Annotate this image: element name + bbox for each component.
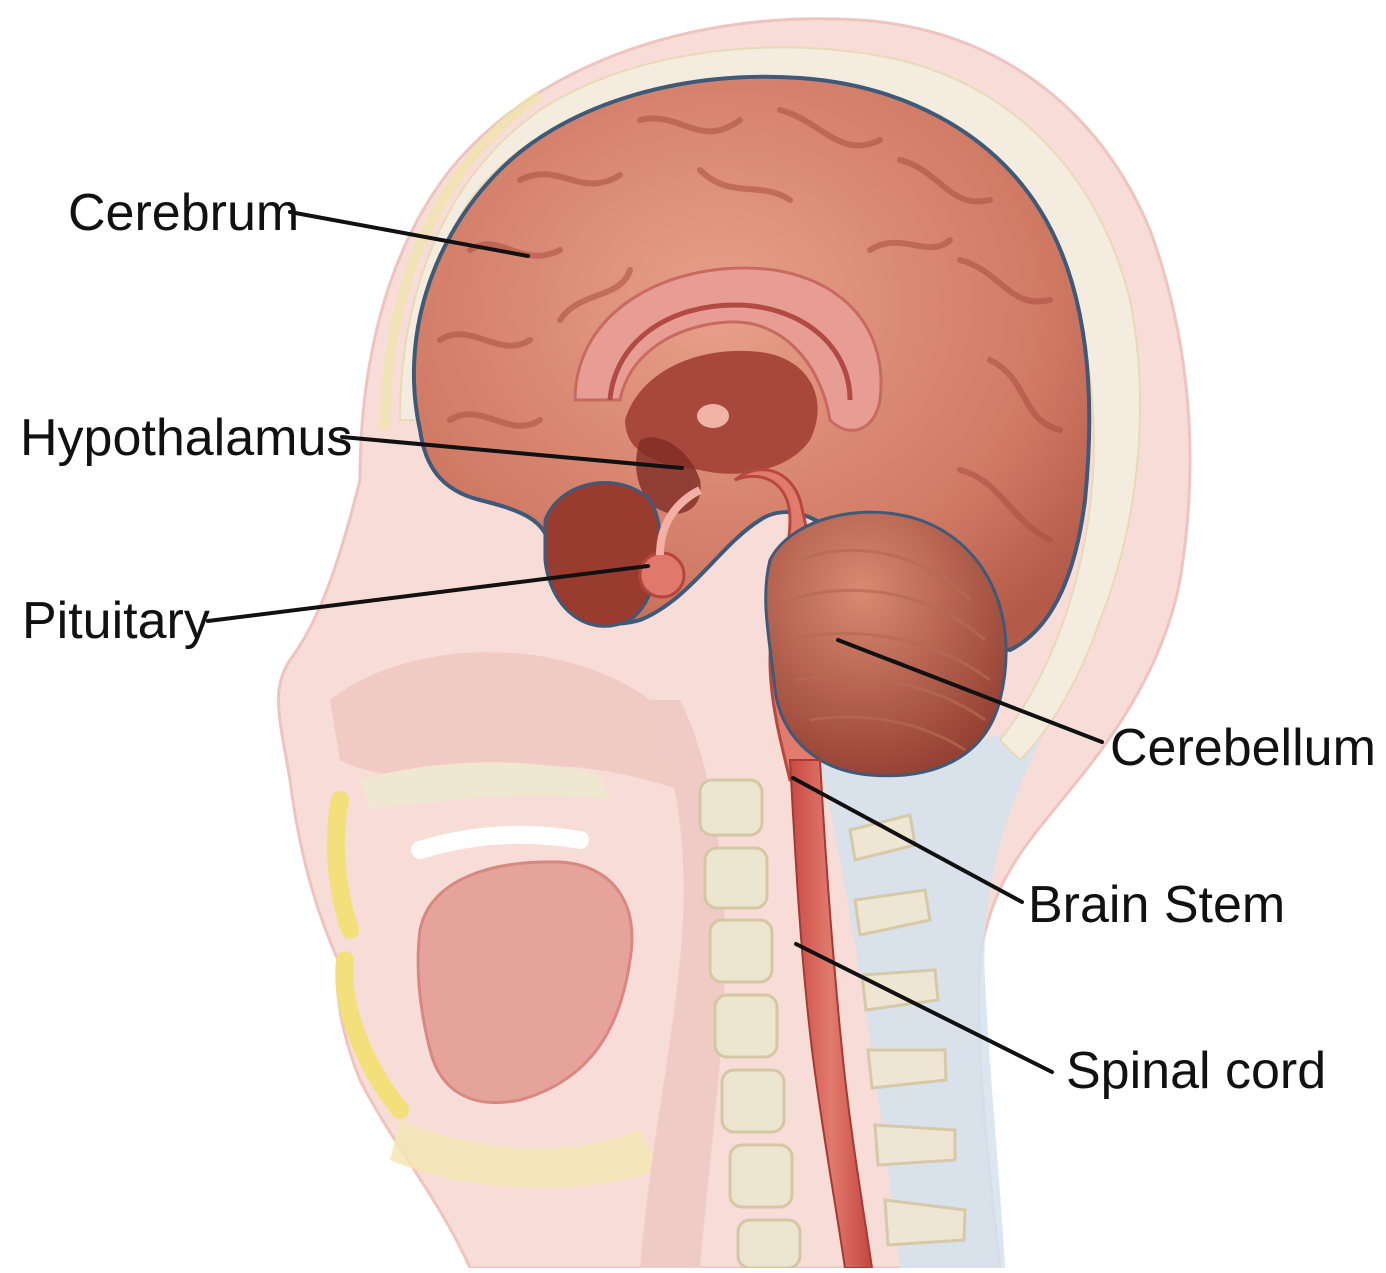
cerebellum-shape (766, 512, 1006, 776)
pituitary-label: Pituitary (22, 592, 210, 650)
temporal-lobe (545, 483, 660, 627)
pituitary-shape (640, 553, 684, 597)
spinal-cord-label: Spinal cord (1066, 1042, 1326, 1100)
cerebellum-label: Cerebellum (1110, 719, 1376, 777)
cerebrum-label: Cerebrum (68, 184, 299, 242)
brain-stem-label: Brain Stem (1028, 876, 1285, 934)
hypothalamus-label: Hypothalamus (20, 409, 352, 467)
